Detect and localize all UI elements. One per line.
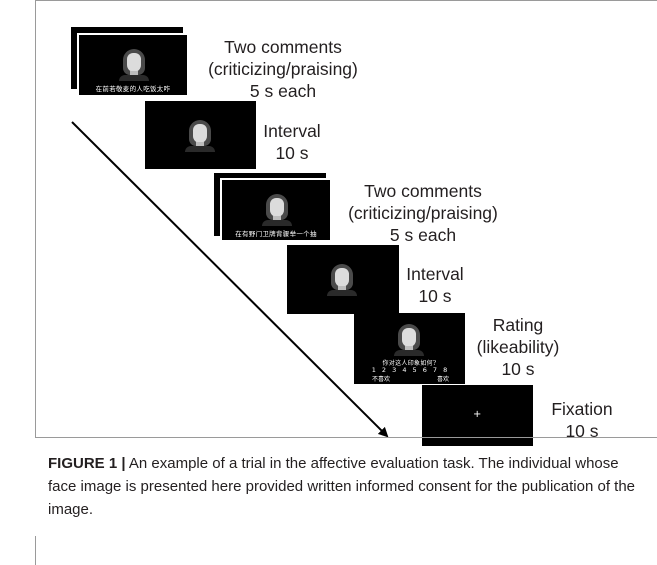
stage-6-label: Fixation 10 s (551, 399, 613, 441)
stage-2-interval-screen (145, 101, 256, 169)
rating-question: 你对这人印象如何? (382, 360, 437, 367)
comment-subtitle: 在有野门卫牌背骤举一个抽 (235, 230, 317, 238)
stage-4-label: Interval 10 s (406, 264, 464, 306)
time-arrow-line (71, 121, 389, 437)
caption-text: An example of a trial in the affective e… (48, 455, 636, 518)
stage-1-label: Two comments (criticizing/praising) 5 s … (208, 37, 358, 101)
stage-3-comment-screen: 在有野门卫牌背骤举一个抽 (220, 178, 332, 242)
stage-2-label: Interval 10 s (263, 121, 321, 163)
fixation-cross: + (473, 409, 482, 420)
stage-4-interval-screen (287, 245, 399, 314)
stage-6-fixation-screen: + (422, 385, 533, 446)
rating-scale: 1 2 3 4 5 6 7 8 (371, 366, 448, 374)
figure-frame-top (35, 0, 657, 1)
figure-frame-left (35, 0, 36, 437)
rating-high-anchor: 喜欢 (437, 376, 450, 383)
caption-side-bar (35, 536, 36, 565)
stage-1-comment-screen: 在前若敬麦的人吃饭太咋 (77, 33, 189, 97)
stage-5-label: Rating (likeability) 10 s (476, 315, 560, 379)
comment-subtitle: 在前若敬麦的人吃饭太咋 (95, 85, 171, 93)
rating-low-anchor: 不喜欢 (372, 376, 391, 383)
figure-label: FIGURE 1 | (48, 455, 126, 472)
stage-5-rating-screen: 你对这人印象如何? 1 2 3 4 5 6 7 8 不喜欢 喜欢 (354, 313, 465, 384)
caption-divider (35, 437, 657, 438)
stage-3-label: Two comments (criticizing/praising) 5 s … (348, 181, 498, 245)
figure-caption: FIGURE 1 | An example of a trial in the … (48, 452, 648, 521)
timeline-arrow (71, 121, 389, 437)
